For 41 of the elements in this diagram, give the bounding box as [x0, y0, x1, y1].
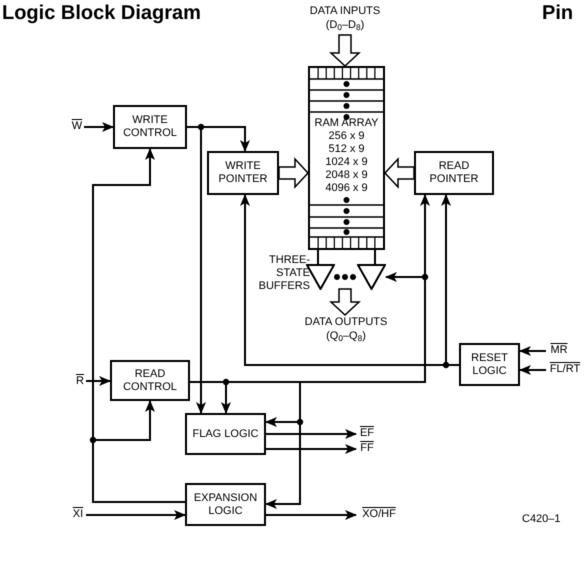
bus-label: DATA INPUTS (D$_{0}$–D$_{8}$): [303, 4, 387, 35]
bus-arrow: [329, 34, 361, 68]
arrow: [266, 429, 357, 439]
section-heading: Pin: [542, 1, 574, 26]
signal-name: FL/RT: [546, 362, 584, 377]
signal-name: XO/HF: [356, 507, 402, 522]
logic-block: RESET LOGIC: [459, 343, 520, 386]
signal-name: R: [74, 374, 86, 389]
figure-code: C420–1: [522, 512, 561, 526]
signal-name: MR: [546, 343, 572, 358]
arrow: [86, 510, 186, 520]
control-block: READ CONTROL: [110, 360, 190, 401]
logic-block: EXPANSION LOGIC: [185, 483, 266, 526]
array-size: 512 x 9: [328, 143, 365, 156]
pointer-block: WRITE POINTER: [207, 151, 279, 195]
bus-arrow: [278, 157, 310, 189]
connector-line: [374, 250, 376, 264]
signal-name: FF: [356, 441, 378, 456]
array-size: 2048 x 9: [325, 169, 368, 182]
logic-block: FLAG LOGIC: [185, 413, 266, 455]
arrow: [84, 122, 114, 132]
arrow: [266, 510, 357, 520]
bus-label: DATA OUTPUTS (Q$_{0}$–Q$_{8}$): [296, 315, 396, 346]
bus-arrow: [329, 288, 361, 316]
signal-name: W: [70, 119, 84, 134]
signal-name: XI: [70, 507, 86, 522]
pointer-block: READ POINTER: [414, 151, 494, 195]
array-size: 256 x 9: [328, 130, 365, 143]
array-title: RAM ARRAY: [314, 117, 378, 130]
array-size: 4096 x 9: [325, 182, 368, 195]
signal-name: EF: [356, 426, 378, 441]
buffer-label: THREE- STATE BUFFERS: [258, 254, 310, 293]
arrow: [519, 365, 546, 375]
arrow: [266, 444, 357, 454]
arrow: [519, 346, 546, 356]
diagram-title: Logic Block Diagram: [2, 1, 201, 26]
arrow: [86, 376, 111, 386]
control-block: WRITE CONTROL: [113, 105, 187, 149]
connector-line: [317, 250, 319, 264]
array-size: 1024 x 9: [325, 156, 368, 169]
bus-arrow: [384, 157, 415, 189]
